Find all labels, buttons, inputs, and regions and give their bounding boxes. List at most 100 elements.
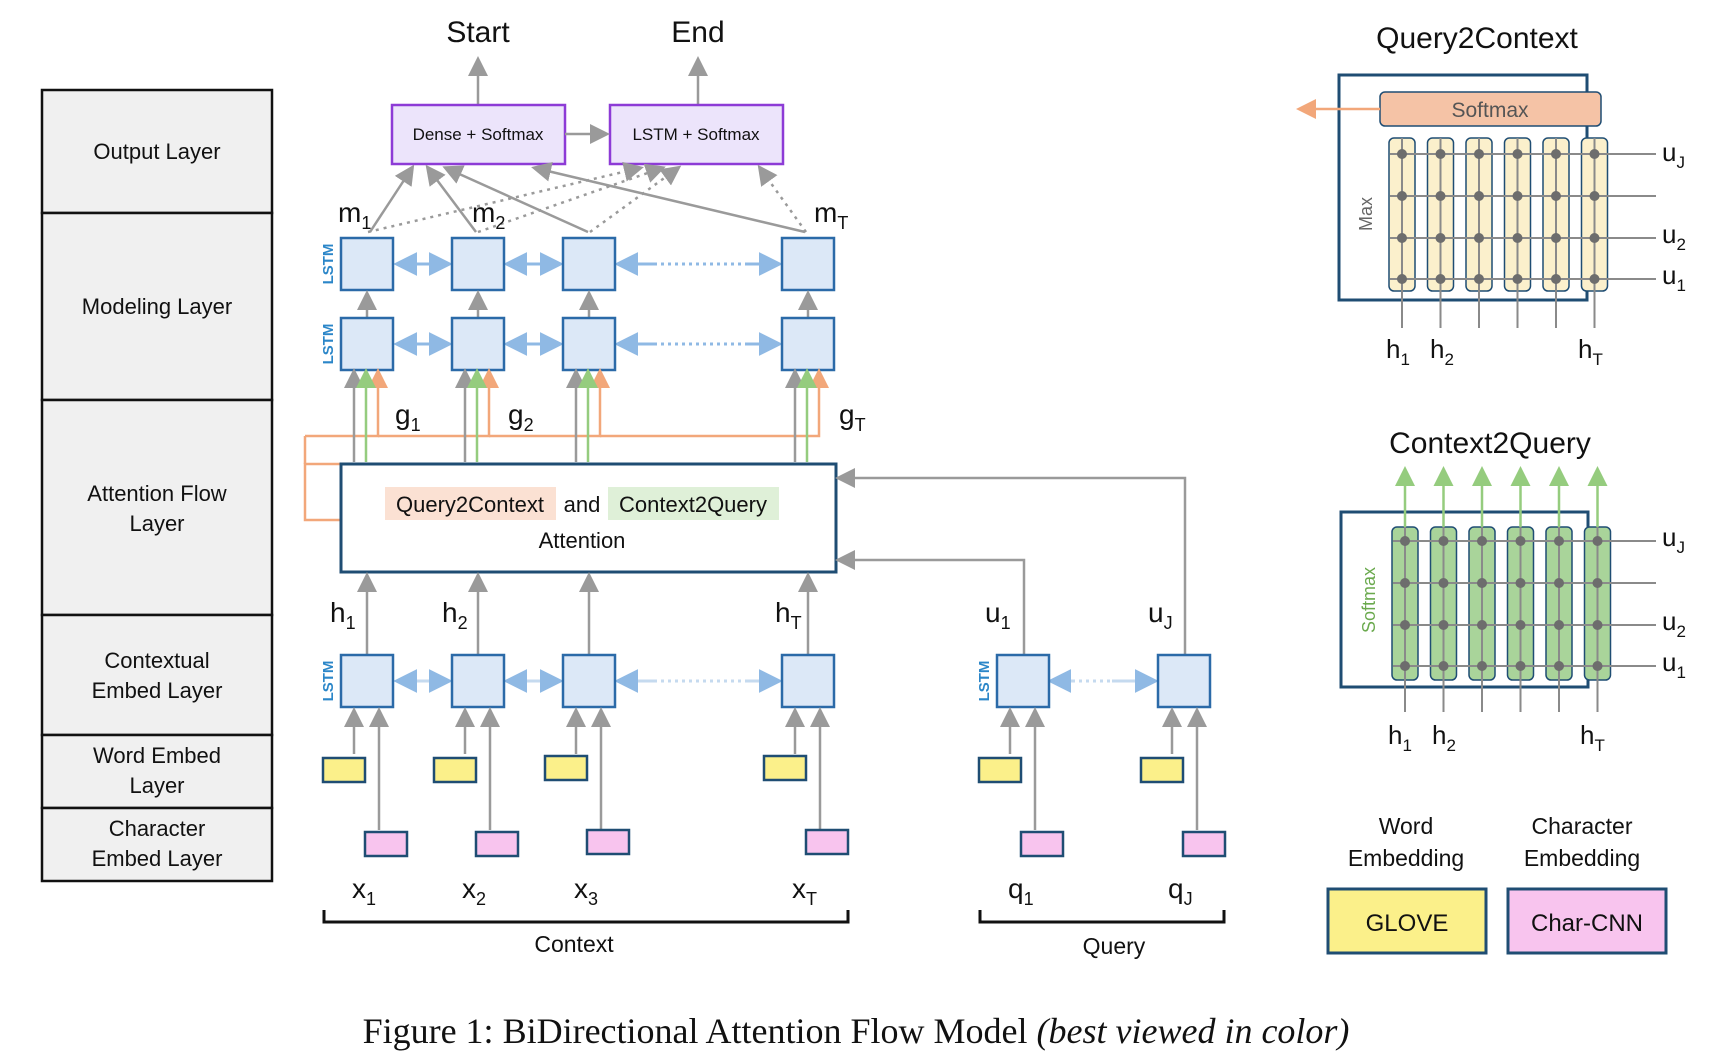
grid-node bbox=[1592, 661, 1603, 671]
legend-char-title: Character bbox=[1532, 813, 1633, 839]
grid-node bbox=[1477, 620, 1487, 630]
attention-q2c-text: Query2Context bbox=[396, 492, 544, 517]
grid-node bbox=[1477, 536, 1487, 546]
lstm-tag: LSTM bbox=[320, 244, 337, 285]
lstm-cell bbox=[339, 316, 395, 372]
grid-node bbox=[1589, 233, 1600, 243]
caption-prefix: Figure 1: bbox=[362, 1011, 494, 1051]
c2q-highlight bbox=[608, 487, 779, 520]
h-label: h2 bbox=[442, 597, 468, 633]
orange-up-arrow bbox=[489, 368, 610, 438]
green-up-arrows bbox=[356, 368, 817, 462]
grid-node bbox=[1400, 536, 1410, 546]
m-to-lstm-softmax-arrows bbox=[367, 161, 808, 234]
char-embed-box bbox=[1181, 830, 1227, 858]
word-embed-box bbox=[432, 756, 478, 784]
g-label: gT bbox=[839, 399, 866, 435]
lstm-tag: LSTM bbox=[976, 661, 993, 702]
lstm-cell bbox=[450, 653, 506, 709]
legend-glove-box bbox=[1326, 887, 1488, 955]
query-label: Query bbox=[1083, 933, 1146, 959]
layer-char bbox=[40, 806, 274, 883]
context-label: Context bbox=[534, 931, 614, 957]
grid-node bbox=[1554, 578, 1564, 588]
char-embed-box bbox=[585, 828, 631, 856]
lstm-cell bbox=[780, 316, 836, 372]
grid-node bbox=[1400, 578, 1410, 588]
end-label: End bbox=[671, 16, 724, 49]
grid-node bbox=[1515, 620, 1526, 630]
layer-modeling bbox=[40, 211, 274, 402]
layer-label: Embed Layer bbox=[92, 846, 223, 871]
u-label: u1 bbox=[985, 597, 1011, 633]
q2c-u-label: u1 bbox=[1662, 260, 1686, 295]
q2c-highlight bbox=[385, 487, 556, 520]
gray-up-arrows bbox=[344, 368, 805, 462]
g-label: g1 bbox=[395, 399, 421, 435]
grid-node bbox=[1589, 274, 1600, 284]
legend-charcnn-box bbox=[1506, 887, 1668, 955]
legend-word-title: Word bbox=[1379, 813, 1434, 839]
c2q-h-label: h2 bbox=[1432, 720, 1456, 755]
layer-label: Layer bbox=[129, 773, 184, 798]
layer-label: Attention Flow bbox=[87, 481, 227, 506]
word-embed-box bbox=[762, 754, 808, 782]
grid-node bbox=[1551, 191, 1561, 201]
c2q-panel: Context2Query Softmax uJ u2 u1 h1 h2 hT bbox=[1339, 427, 1686, 755]
query-token: qJ bbox=[1168, 873, 1193, 909]
layer-label: Word Embed bbox=[93, 743, 221, 768]
lstm-cell bbox=[450, 316, 506, 372]
grid-node bbox=[1474, 274, 1484, 284]
grid-node bbox=[1438, 578, 1449, 588]
q2c-h-label: h2 bbox=[1430, 334, 1454, 369]
query-bracket bbox=[978, 910, 1226, 924]
char-embed-box bbox=[363, 830, 409, 858]
c2q-u-label: u1 bbox=[1662, 647, 1686, 682]
modeling-lstm-row-1: LSTM bbox=[320, 316, 836, 372]
c2q-u-label: u2 bbox=[1662, 606, 1686, 641]
modeling-lstm-row-2: LSTM bbox=[320, 236, 836, 292]
char-embed-box bbox=[1019, 830, 1065, 858]
embed-to-lstm-arrows bbox=[344, 707, 1207, 830]
c2q-h-label: h1 bbox=[1388, 720, 1412, 755]
h-label: h1 bbox=[330, 597, 356, 633]
grid-node bbox=[1512, 191, 1523, 201]
grid-node bbox=[1551, 233, 1561, 243]
g-label: g2 bbox=[508, 399, 534, 435]
legend-glove-label: GLOVE bbox=[1366, 910, 1449, 937]
u-label: uJ bbox=[1148, 597, 1173, 633]
context-token: xT bbox=[792, 873, 817, 909]
q2c-h-label: h1 bbox=[1386, 334, 1410, 369]
grid-node bbox=[1438, 620, 1449, 630]
grid-node bbox=[1397, 191, 1407, 201]
q2c-u-label: u2 bbox=[1662, 219, 1686, 254]
layer-label: Character bbox=[109, 816, 206, 841]
dense-softmax-box bbox=[390, 103, 567, 166]
query-token: q1 bbox=[1008, 873, 1034, 909]
grid-node bbox=[1438, 536, 1449, 546]
m-label: m2 bbox=[472, 197, 505, 233]
start-label: Start bbox=[446, 16, 510, 49]
grid-node bbox=[1592, 578, 1603, 588]
grid-node bbox=[1438, 661, 1449, 671]
legend: Word Embedding Character Embedding GLOVE… bbox=[1326, 813, 1668, 955]
q2c-panel: Query2Context Softmax Max uJ u2 u1 h1 h2… bbox=[1296, 22, 1686, 369]
lstm-cell bbox=[995, 653, 1051, 709]
layer-label: Modeling Layer bbox=[82, 294, 232, 319]
contextual-lstm-row: LSTM LSTM bbox=[320, 653, 1212, 709]
c2q-h-label: hT bbox=[1580, 720, 1605, 755]
layer-output bbox=[40, 88, 274, 215]
grid-node bbox=[1554, 620, 1564, 630]
grid-node bbox=[1474, 233, 1484, 243]
lstm-cell bbox=[780, 653, 836, 709]
grid-node bbox=[1554, 661, 1564, 671]
lstm-tag: LSTM bbox=[320, 324, 337, 365]
layer-label: Embed Layer bbox=[92, 678, 223, 703]
layer-label: Layer bbox=[129, 511, 184, 536]
grid-node bbox=[1400, 661, 1410, 671]
q2c-softmax-label: Softmax bbox=[1451, 99, 1529, 122]
attention-line2-text: Attention bbox=[539, 528, 626, 553]
lstm-cell bbox=[561, 316, 617, 372]
q2c-grid bbox=[1388, 137, 1656, 328]
lstm-cell bbox=[450, 236, 506, 292]
